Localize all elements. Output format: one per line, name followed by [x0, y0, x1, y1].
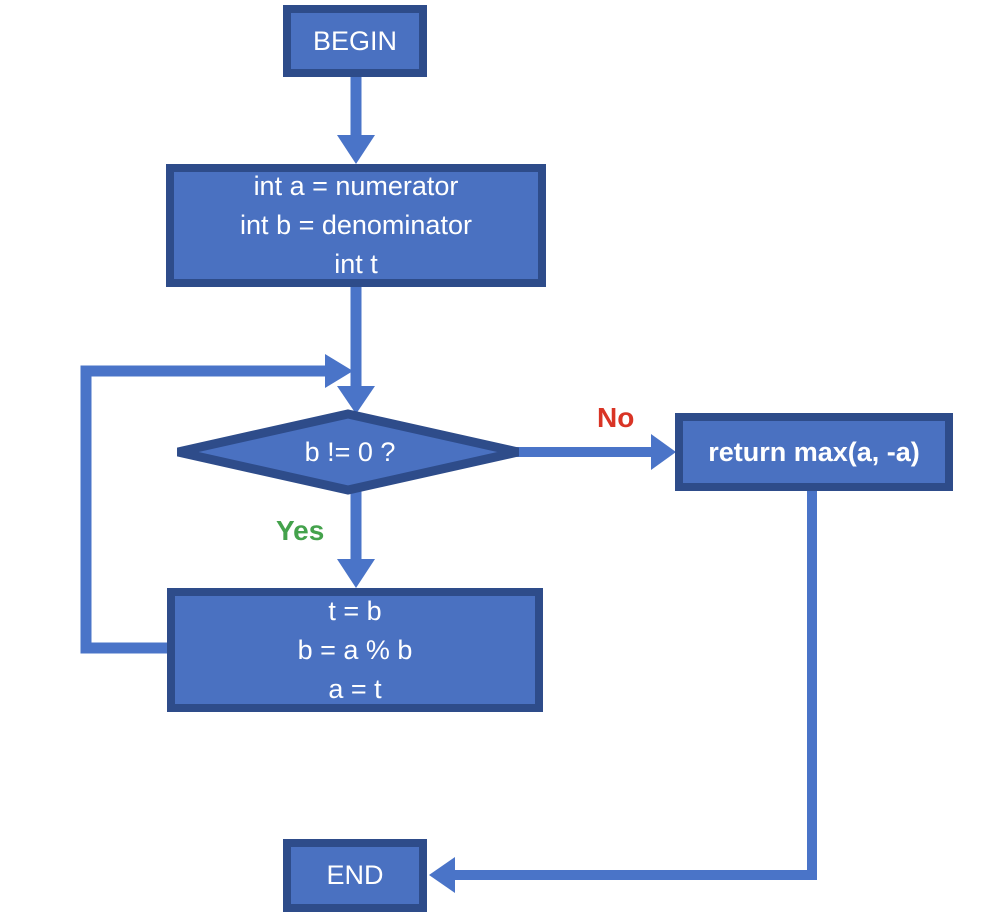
arrowhead-return-to-end	[429, 857, 455, 893]
arrowhead-begin-to-init	[337, 135, 375, 164]
node-return: return max(a, -a)	[675, 413, 953, 491]
decision-diamond	[177, 409, 519, 495]
branch-label-yes: Yes	[276, 515, 325, 546]
edge-loopback	[80, 365, 326, 654]
node-end: END	[283, 839, 427, 912]
decision-label: b != 0 ?	[304, 436, 396, 467]
return-label: return max(a, -a)	[708, 436, 920, 467]
loop-line: a = t	[328, 673, 382, 704]
node-begin: BEGIN	[283, 5, 427, 77]
loop-line: b = a % b	[297, 634, 413, 665]
loop-line: t = b	[328, 595, 382, 626]
arrowhead-init-to-decision	[337, 386, 375, 414]
init-line: int t	[334, 249, 378, 279]
end-label: END	[326, 860, 384, 890]
node-loop-body: t = b b = a % b a = t	[167, 588, 543, 712]
init-line: int a = numerator	[253, 171, 459, 201]
arrowhead-loopback	[325, 354, 353, 388]
init-line: int b = denominator	[240, 210, 472, 240]
branch-label-no: No	[597, 402, 635, 433]
edge-return-to-end	[453, 491, 817, 880]
arrowhead-decision-to-loop	[337, 559, 375, 588]
begin-label: BEGIN	[312, 25, 398, 56]
arrowhead-decision-to-return	[651, 434, 676, 470]
node-init: int a = numerator int b = denominator in…	[166, 164, 546, 287]
